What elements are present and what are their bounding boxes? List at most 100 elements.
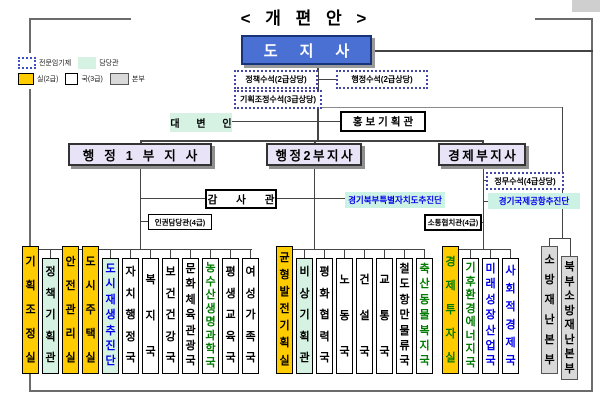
legend-swatch-bureau-grade2 — [18, 73, 34, 85]
human-rights-office-box: 인권담당관(4급) — [148, 214, 212, 230]
dept-box: 축산동물복지국 — [416, 258, 433, 374]
deputy-economy-box: 경제부지사 — [438, 143, 526, 166]
dept-tick — [110, 250, 111, 258]
policy-staff-box: 정책수석(2급상당) — [234, 70, 318, 89]
dept-tick — [50, 250, 51, 258]
dept-box: 비상기획관 — [296, 258, 313, 374]
spokesperson-label: 대 변 인 — [170, 119, 239, 130]
legend-row: 실(2급) 국(3급) 본부 — [18, 71, 145, 87]
connector-communication — [481, 222, 484, 223]
connector-spokesperson — [232, 121, 340, 122]
pr-officer-box: 홍보기획관 — [340, 111, 426, 132]
connector-staff-row — [316, 79, 336, 80]
dept-box: 균형발전기획실 — [276, 246, 293, 374]
connector-fire-tick-left — [549, 238, 550, 247]
spokesperson-box: 대 변 인 — [170, 113, 232, 132]
governor-label: 도지사 — [263, 42, 372, 60]
dept-tick — [510, 250, 511, 258]
connector-admin2-spine — [314, 166, 315, 250]
dept-tick — [170, 250, 171, 258]
legend-swatch-officer — [78, 57, 97, 69]
dept-tick — [150, 250, 151, 258]
audit-office-label: 감 사 관 — [207, 193, 283, 206]
legend-swatch-contract-position — [18, 57, 36, 69]
dept-tick — [250, 250, 251, 258]
dept-tick — [130, 250, 131, 258]
legend-label: 전문임기제 — [39, 60, 72, 67]
dept-tick — [304, 250, 305, 258]
window-corner-artifact — [572, 0, 600, 12]
dept-box: 사회적경제국 — [502, 258, 519, 374]
dept-box: 북부소방재난본부 — [561, 256, 578, 380]
governor-box: 도지사 — [241, 35, 372, 65]
page-title: < 개 편 안 > — [228, 4, 384, 28]
dept-box: 소방재난본부 — [541, 246, 558, 374]
dept-box: 교통국 — [376, 258, 393, 374]
deputy-admin1-box: 행정1부지사 — [68, 143, 212, 166]
dept-box: 안전관리실 — [62, 246, 79, 374]
dept-branch-line — [284, 249, 425, 250]
dept-branch-line — [450, 249, 511, 250]
dept-tick — [470, 250, 471, 258]
dept-box: 자치행정국 — [122, 258, 139, 374]
gyeonggi-north-taskforce-box: 경기북부특별자치도추진단 — [345, 192, 445, 208]
connector-admin1-spine — [140, 166, 141, 250]
dept-box: 여성가족국 — [242, 258, 259, 374]
dept-tick — [364, 250, 365, 258]
deputy-admin1-label: 행정1부지사 — [82, 149, 208, 163]
admin-staff-box: 행정수석(2급상당) — [336, 70, 428, 89]
dept-box: 철도항만물류국 — [396, 258, 413, 374]
dept-tick — [230, 250, 231, 258]
dept-box: 복지국 — [142, 258, 159, 374]
planning-staff-box: 기획조정수석(3급상당) — [234, 90, 322, 109]
dept-box: 기후환경에너지국 — [462, 258, 479, 374]
dept-box: 농수산생명과학국 — [202, 258, 219, 374]
dept-box: 건설국 — [356, 258, 373, 374]
legend-label: 본부 — [131, 76, 145, 83]
legend-label: 실(2급) — [37, 76, 59, 83]
dept-branch-line — [30, 249, 252, 250]
connector-fire-branch — [549, 238, 571, 239]
dept-tick — [424, 250, 425, 258]
dept-box: 경제투자실 — [442, 246, 459, 374]
dept-box: 평화협력국 — [316, 258, 333, 374]
legend-swatch-bureau-grade3 — [65, 73, 79, 85]
pr-officer-label: 홍보기획관 — [352, 116, 417, 128]
dept-tick — [210, 250, 211, 258]
dept-box: 도시주택실 — [82, 246, 99, 374]
dept-tick — [404, 250, 405, 258]
legend-row: 전문임기제 담당관 — [18, 55, 144, 71]
connector-drop-economy — [482, 140, 484, 144]
deputy-economy-label: 경제부지사 — [448, 149, 519, 163]
connector-drop-admin2 — [314, 140, 316, 144]
dept-box: 보건건강국 — [162, 258, 179, 374]
dept-box: 도시재생추진단 — [102, 258, 119, 374]
legend: 전문임기제 담당관 실(2급) 국(3급) 본부 — [14, 53, 145, 89]
dept-tick — [324, 250, 325, 258]
dept-box: 기획조정실 — [22, 246, 39, 374]
airport-taskforce-box: 경기국제공항추진단 — [488, 193, 580, 209]
legend-swatch-headquarters — [109, 73, 129, 85]
dept-tick — [344, 250, 345, 258]
dept-box: 문화체육관광국 — [182, 258, 199, 374]
deputy-admin2-label: 행정2부지사 — [275, 149, 355, 163]
connector-airport — [483, 201, 488, 202]
audit-office-box: 감 사 관 — [205, 189, 277, 209]
connector-fire-tick-right — [570, 238, 571, 257]
dept-box: 노동국 — [336, 258, 353, 374]
connector-political-staff — [483, 180, 487, 181]
connector-drop-admin1 — [140, 140, 142, 144]
dept-tick — [490, 250, 491, 258]
communication-office-box: 소통협치관(4급) — [424, 214, 482, 231]
connector-deputy-branch — [140, 140, 484, 142]
dept-box: 정책기획관 — [42, 258, 59, 374]
political-staff-box: 정무수석(4급상당) — [486, 172, 564, 190]
connector-human-rights — [140, 221, 148, 222]
legend-label: 담당관 — [99, 60, 119, 67]
deputy-admin2-box: 행정2부지사 — [266, 143, 362, 166]
dept-tick — [384, 250, 385, 258]
legend-label: 국(3급) — [81, 76, 103, 83]
dept-tick — [190, 250, 191, 258]
connector-economy-spine — [483, 166, 484, 250]
